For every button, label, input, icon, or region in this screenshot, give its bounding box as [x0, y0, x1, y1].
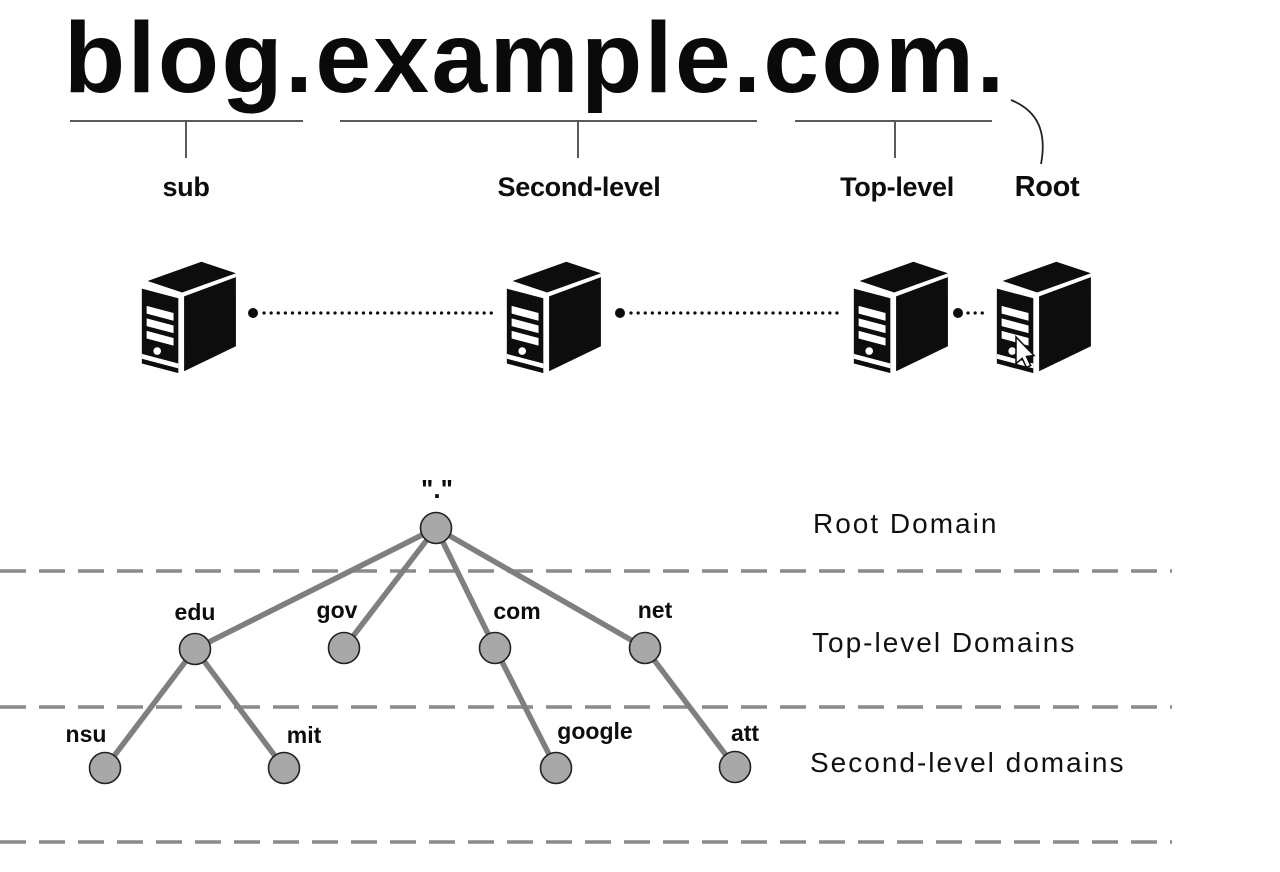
tree-edges: [102, 525, 738, 770]
tree-label-nsu: nsu: [65, 721, 107, 747]
level-separator-dashed-line: [0, 569, 1172, 844]
second-level-domains-level-label: Second-level domains: [810, 747, 1126, 778]
tree-label-google: google: [557, 718, 633, 744]
tree-node-google: [539, 751, 573, 785]
tree-label-com: com: [493, 598, 541, 624]
root-part-label: Root: [1014, 171, 1080, 203]
connector-start-dot: [248, 308, 963, 318]
tree-label-net: net: [637, 597, 673, 623]
tree-label-att: att: [730, 720, 760, 746]
top-level-part-label: Top-level: [840, 172, 954, 202]
tree-label-edu: edu: [174, 599, 216, 625]
second-level-bracket: [340, 120, 757, 158]
tree-label-mit: mit: [286, 722, 322, 748]
root-dot-pointer-curve: [1010, 99, 1044, 165]
tree-node-net: [628, 631, 662, 665]
tree-node-gov: [327, 631, 361, 665]
server-icon: [141, 261, 236, 374]
server-icon: [506, 261, 601, 374]
tree-node-att: [718, 750, 752, 784]
mouse-cursor-icon: [1015, 335, 1036, 369]
tree-label-root-dot: ".": [421, 474, 453, 504]
tree-node-root: [419, 511, 453, 545]
tree-node-edu: [178, 632, 212, 666]
tree-node-com: [478, 631, 512, 665]
tree-label-gov: gov: [316, 597, 358, 623]
tree-node-mit: [267, 751, 301, 785]
second-level-part-label: Second-level: [497, 172, 661, 202]
tree-node-nsu: [88, 751, 122, 785]
root-domain-level-label: Root Domain: [813, 508, 999, 539]
top-level-domains-level-label: Top-level Domains: [812, 627, 1077, 658]
server-icon: [996, 261, 1091, 374]
top-level-bracket: [795, 120, 992, 158]
server-icon: [853, 261, 948, 374]
domain-title: blog.example.com.: [64, 2, 1007, 114]
sub-part-label: sub: [162, 172, 210, 202]
sub-bracket: [70, 120, 303, 158]
